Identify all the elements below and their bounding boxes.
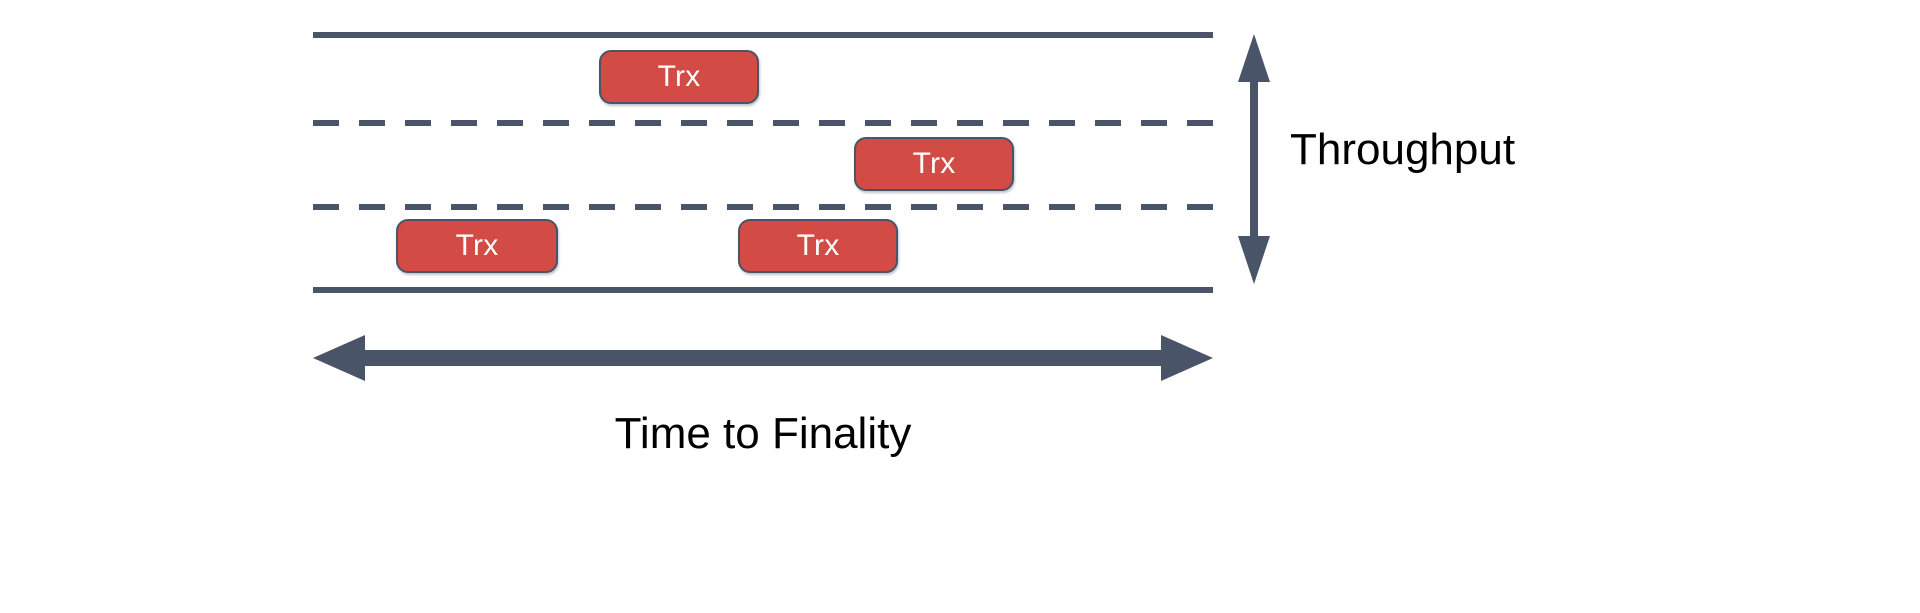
lane-rule-dashed-lower — [313, 204, 1213, 210]
transaction-block[interactable]: Trx — [738, 219, 898, 273]
transaction-block[interactable]: Trx — [599, 50, 759, 104]
throughput-axis-arrow-icon — [1236, 34, 1272, 284]
time-axis-arrow-icon — [313, 333, 1213, 383]
lane-rule-top-solid — [313, 32, 1213, 38]
transaction-block[interactable]: Trx — [854, 137, 1014, 191]
time-axis-label: Time to Finality — [614, 409, 912, 458]
transaction-block[interactable]: Trx — [396, 219, 558, 273]
lane-rule-dashed-upper — [313, 120, 1213, 126]
throughput-axis-label: Throughput — [1290, 125, 1516, 174]
lane-rule-bottom-solid — [313, 287, 1213, 293]
